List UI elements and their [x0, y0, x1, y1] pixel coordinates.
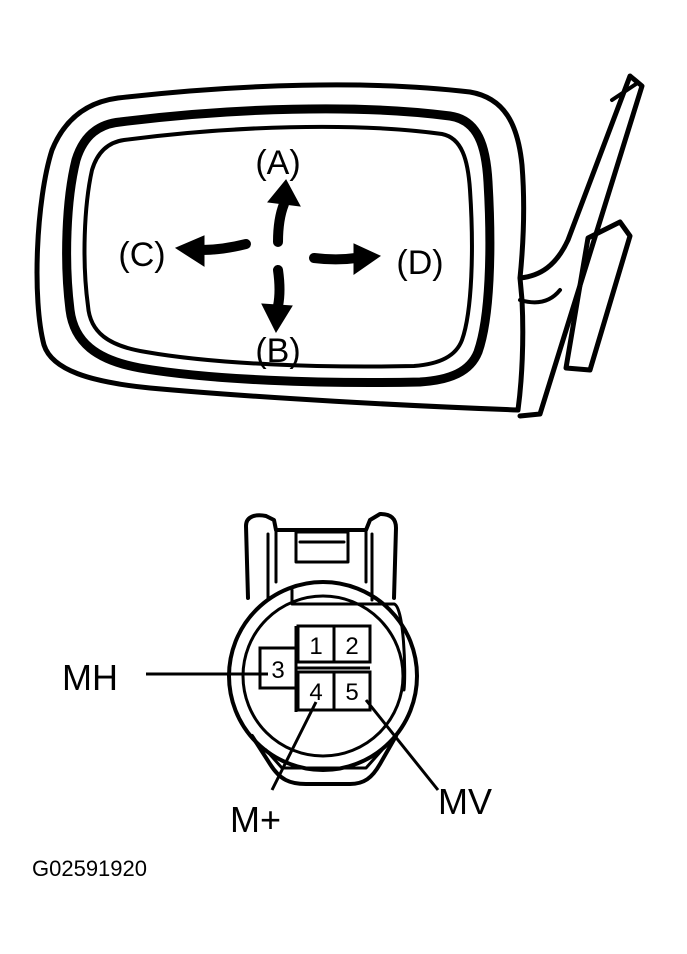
- arrow-right: [309, 253, 361, 265]
- connector-body-inner: [241, 594, 405, 758]
- signal-label-mh: MH: [62, 657, 118, 698]
- signal-label-m-plus: M+: [230, 799, 281, 840]
- arrow-left: [197, 239, 251, 255]
- mirror-neck: [518, 288, 562, 305]
- connector-body-outer: [227, 580, 419, 772]
- arrow-left-head: [174, 235, 205, 267]
- direction-label-d: (D): [396, 244, 443, 282]
- terminal-frame: [294, 626, 370, 712]
- pin-label-3: 3: [271, 657, 284, 684]
- arrow-up-head: [267, 179, 301, 207]
- mirror-housing-outline: [34, 82, 527, 413]
- connector-key: [290, 588, 407, 692]
- connector-bottom-inner: [264, 748, 384, 770]
- pin-label-2: 2: [345, 633, 358, 660]
- direction-label-a: (A): [255, 144, 300, 182]
- arrow-up: [273, 199, 289, 247]
- leader-m-plus: [270, 701, 318, 791]
- terminal-cavity-1: [296, 624, 336, 664]
- direction-label-c: (C): [118, 236, 165, 274]
- mirror-stalk: [517, 73, 645, 419]
- leader-lines: [146, 672, 440, 791]
- pin-label-4: 4: [309, 679, 322, 706]
- arrow-right-head: [353, 243, 382, 275]
- terminal-cavity-2: [332, 624, 372, 664]
- leader-mv: [364, 699, 440, 791]
- signal-label-mv: MV: [438, 781, 492, 822]
- mirror-stalk-inner: [610, 82, 638, 102]
- terminal-grid: [258, 624, 372, 712]
- mirror-rim-inner: [82, 124, 474, 369]
- direction-arrows: [174, 179, 382, 334]
- mirror-mount-base: [563, 219, 633, 373]
- connector-latch: [294, 530, 350, 564]
- pin-label-1: 1: [309, 633, 322, 660]
- figure-code: G02591920: [32, 856, 147, 881]
- direction-label-b: (B): [255, 332, 300, 370]
- arrow-down: [273, 265, 285, 311]
- mirror-assembly: [34, 73, 645, 419]
- arrow-down-head: [261, 303, 293, 334]
- terminal-cavity-5: [332, 670, 372, 712]
- mirror-rim-outer: [62, 104, 495, 387]
- connector-top-inner: [266, 528, 374, 602]
- connector-top-housing: [244, 512, 398, 600]
- connector: [227, 512, 419, 786]
- pin-label-5: 5: [345, 679, 358, 706]
- connector-bottom-skirt: [250, 734, 398, 786]
